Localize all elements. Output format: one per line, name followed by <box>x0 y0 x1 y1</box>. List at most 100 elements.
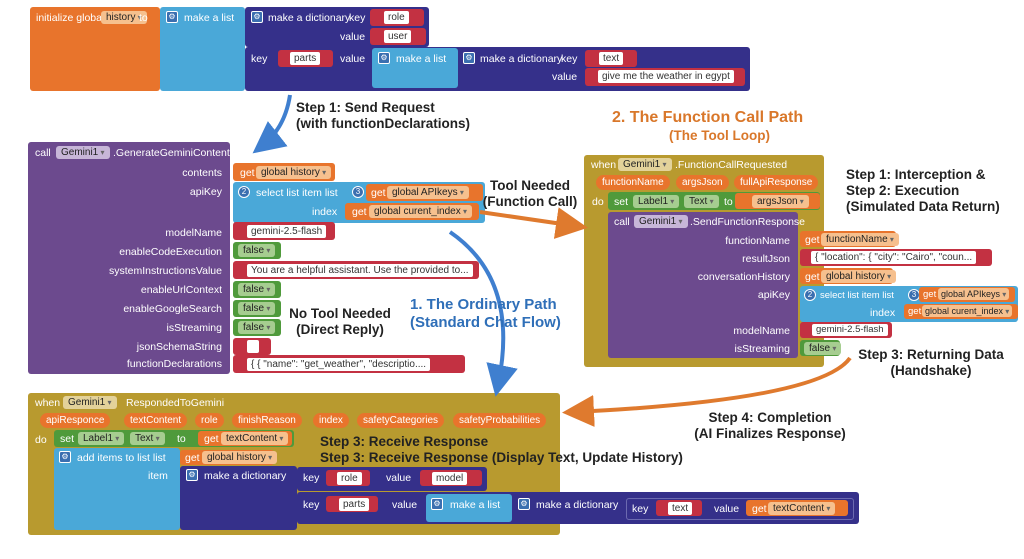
get-label: get <box>240 167 255 179</box>
model-string[interactable]: gemini-2.5-flash <box>812 324 888 336</box>
string-role[interactable]: role <box>337 472 362 485</box>
function-call-event-label: .FunctionCallRequested <box>675 159 788 171</box>
text-prop-dropdown[interactable]: Text <box>684 195 719 208</box>
get-label: get <box>185 452 200 464</box>
string-model[interactable]: model <box>432 472 468 485</box>
component-gemini1[interactable]: Gemini1 <box>634 215 688 228</box>
history-dropdown[interactable]: global history <box>202 451 278 464</box>
event-param-index[interactable]: index <box>313 413 349 428</box>
item-label: item <box>148 470 168 482</box>
generate-gemini-content-block[interactable] <box>28 142 230 374</box>
string-parts[interactable]: parts <box>339 498 370 511</box>
mutator-gear-icon[interactable]: ⚙ <box>518 498 530 510</box>
false-dropdown[interactable]: false <box>238 283 276 296</box>
make-dictionary-label: make a dictionary <box>536 499 619 511</box>
history-dropdown[interactable]: global history <box>821 270 897 283</box>
string-weather[interactable]: give me the weather in egypt <box>598 70 734 83</box>
note-function-path-sub: (The Tool Loop) <box>669 128 770 143</box>
string-parts[interactable]: parts <box>290 52 321 65</box>
global-current-index-dropdown[interactable]: global curent_index <box>922 305 1013 317</box>
key-label: key <box>632 503 649 515</box>
set-label: set <box>60 433 75 445</box>
string-role[interactable]: role <box>384 11 409 24</box>
event-param-safetycategories[interactable]: safetyCategories <box>357 413 445 428</box>
event-param-apiresponce[interactable]: apiResponce <box>40 413 111 428</box>
false-dropdown[interactable]: false <box>238 302 276 315</box>
make-a-list-label: make a list <box>450 499 501 511</box>
make-a-list-label: make a list <box>184 12 235 24</box>
event-param-fullapiresponse[interactable]: fullApiResponse <box>734 175 819 190</box>
model-string[interactable]: gemini-2.5-flash <box>247 225 327 238</box>
event-param-textcontent[interactable]: textContent <box>124 413 188 428</box>
param-enablegooglesearch: enableGoogleSearch <box>123 303 222 315</box>
component-gemini1[interactable]: Gemini1 <box>618 158 672 171</box>
mutator-gear-icon[interactable]: ⚙ <box>463 52 475 64</box>
event-param-role[interactable]: role <box>195 413 224 428</box>
make-dictionary-block-3[interactable] <box>180 466 297 530</box>
event-param-finishreason[interactable]: finishReason <box>232 413 302 428</box>
note-function-path-title: 2. The Function Call Path <box>612 109 804 126</box>
param-systeminstructionsvalue: systemInstructionsValue <box>108 265 222 277</box>
note-no-tool-sub: (Direct Reply) <box>296 322 384 337</box>
functionname-dropdown[interactable]: functionName <box>821 233 899 246</box>
label1-dropdown[interactable]: Label1 <box>633 195 680 208</box>
string-user[interactable]: user <box>384 30 412 43</box>
global-apikeys-dropdown[interactable]: global APIkeys <box>387 186 469 199</box>
string-text[interactable]: text <box>599 52 624 65</box>
component-gemini1[interactable]: Gemini1 <box>56 146 110 159</box>
result-json-string[interactable]: { "location": { "city": "Cairo", "coun..… <box>811 251 977 264</box>
text-prop-dropdown[interactable]: Text <box>130 432 165 445</box>
mutator-gear-icon[interactable]: ⚙ <box>166 11 178 23</box>
component-gemini1[interactable]: Gemini1 <box>63 396 117 409</box>
value-label: value <box>714 503 740 515</box>
global-current-index-dropdown[interactable]: global curent_index <box>369 205 472 218</box>
get-label: get <box>752 503 767 515</box>
to-label: to <box>177 433 186 445</box>
event-param-functionname[interactable]: functionName <box>596 175 670 190</box>
textcontent-dropdown[interactable]: textContent <box>221 432 289 445</box>
mutator-gear-icon[interactable]: ⚙ <box>186 469 198 481</box>
string-text[interactable]: text <box>668 502 693 515</box>
get-label: get <box>908 306 922 317</box>
note-receive-2: Step 3: Receive Response (Display Text, … <box>320 450 683 465</box>
mutator-gear-icon[interactable]: ⚙ <box>431 498 443 510</box>
note-tool-needed: Tool Needed <box>489 178 570 193</box>
mutator-gear-icon[interactable]: ⚙ <box>59 451 71 463</box>
when-label: when <box>591 159 617 171</box>
false-dropdown[interactable]: false <box>804 342 842 355</box>
responded-event-label: RespondedToGemini <box>126 397 225 409</box>
global-var-name[interactable]: history <box>101 11 147 24</box>
do-label: do <box>592 196 604 208</box>
send-function-response-block[interactable] <box>608 212 798 358</box>
mutator-gear-icon[interactable]: ⚙ <box>378 52 390 64</box>
mutator-gear-icon[interactable]: ⚙ <box>251 11 263 23</box>
textcontent-dropdown[interactable]: textContent <box>768 502 836 515</box>
param-enablecodeexecution: enableCodeExecution <box>119 246 222 258</box>
global-history-dropdown[interactable]: global history <box>256 166 332 179</box>
note-step1-send-sub: (with functionDeclarations) <box>296 116 471 131</box>
note-ordinary-sub: (Standard Chat Flow) <box>410 314 561 331</box>
system-instructions-string[interactable]: You are a helpful assistant. Use the pro… <box>247 264 473 277</box>
false-dropdown[interactable]: false <box>238 321 276 334</box>
false-dropdown[interactable]: false <box>238 244 276 257</box>
json-schema-string[interactable] <box>247 340 259 353</box>
get-label: get <box>371 187 386 199</box>
select-list-item-label: select list item list <box>820 290 894 301</box>
do-label: do <box>35 434 47 446</box>
make-a-list-label: make a list <box>396 53 447 65</box>
get-label: get <box>204 433 219 445</box>
argsjson-dropdown[interactable]: argsJson <box>752 195 809 208</box>
event-param-argsjson[interactable]: argsJson <box>676 175 729 190</box>
param-isstreaming: isStreaming <box>734 343 790 355</box>
make-dictionary-label: make a dictionary <box>204 470 287 482</box>
label1-dropdown[interactable]: Label1 <box>78 432 125 445</box>
add-items-to-list-block[interactable] <box>54 448 180 530</box>
event-param-safetyprobabilities[interactable]: safetyProbabilities <box>453 413 547 428</box>
param-functionname: functionName <box>725 235 790 247</box>
call-label: call <box>35 147 51 159</box>
global-apikeys-dropdown[interactable]: global APIkeys <box>938 288 1010 300</box>
note-completion: Step 4: Completion <box>708 410 832 425</box>
note-intercept-3: (Simulated Data Return) <box>846 199 1000 214</box>
function-declarations-string[interactable]: { { "name": "get_weather", "descriptio..… <box>247 358 431 371</box>
make-dictionary-label: make a dictionary <box>268 12 351 24</box>
